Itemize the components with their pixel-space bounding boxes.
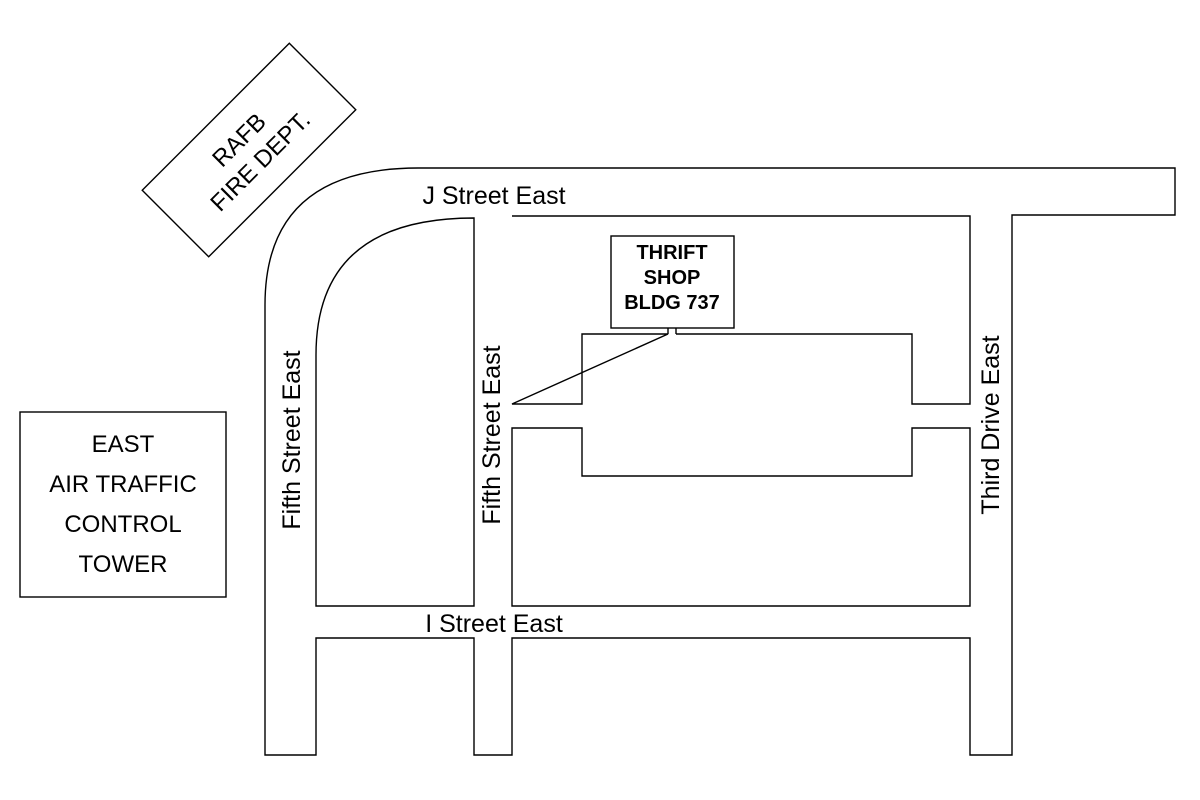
fifth-street-right-label: Fifth Street East [478,345,506,524]
air-traffic-tower-building: EAST AIR TRAFFIC CONTROL TOWER [19,411,227,598]
thrift-line-1: THRIFT [636,242,707,264]
thrift-shop-building: THRIFT SHOP BLDG 737 [610,235,735,329]
block-east-lower [511,427,971,607]
thrift-connector [667,328,677,334]
tower-line-1: EAST [92,431,155,458]
tower-line-3: CONTROL [64,511,181,538]
tower-line-2: AIR TRAFFIC [49,471,197,498]
thrift-line-3: BLDG 737 [624,292,720,314]
tower-line-4: TOWER [79,551,168,578]
block-east-inner [511,215,971,405]
block-west-outline [264,167,1176,756]
third-drive-label: Third Drive East [977,335,1005,514]
i-street-label: I Street East [425,610,563,638]
j-street-label: J Street East [422,182,565,210]
fifth-street-left-label: Fifth Street East [278,350,306,529]
thrift-line-2: SHOP [644,267,701,289]
fire-dept-building: RAFB FIRE DEPT. [141,42,357,258]
block-west-inner [315,217,475,607]
